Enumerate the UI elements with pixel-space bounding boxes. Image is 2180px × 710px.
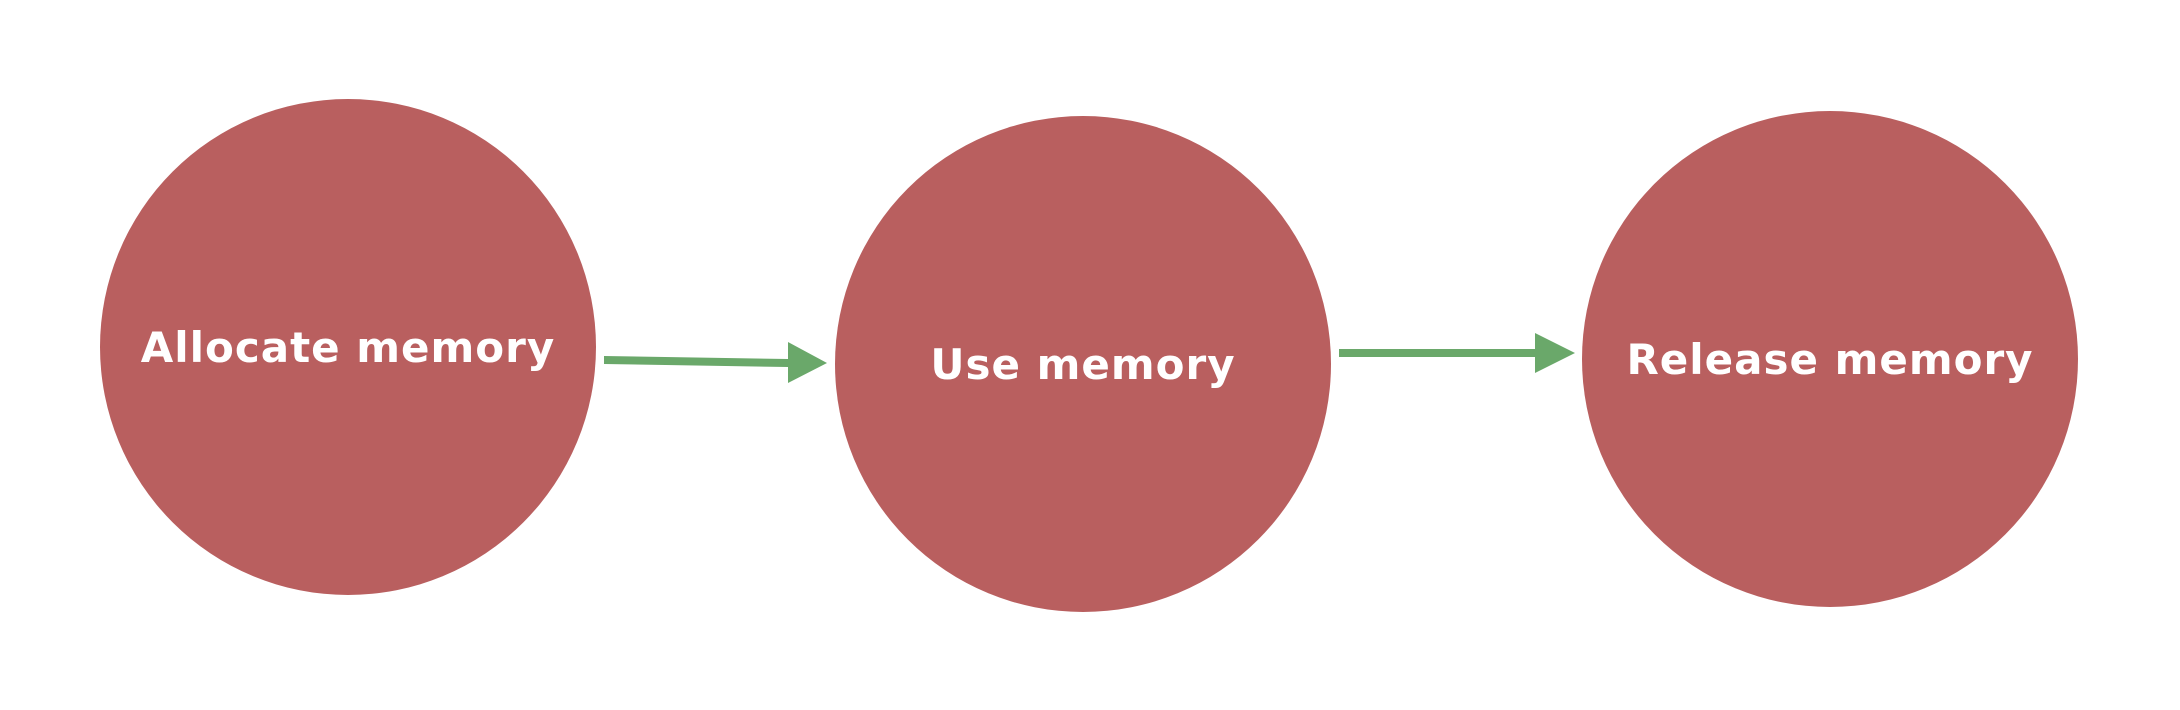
node-allocate-memory: Allocate memory [100, 99, 596, 595]
node-circle-allocate [100, 99, 596, 595]
arrow-allocate-to-use [604, 342, 827, 383]
node-label-use: Use memory [930, 340, 1235, 389]
node-label-allocate: Allocate memory [141, 323, 556, 372]
node-circle-use [835, 116, 1331, 612]
node-circle-release [1582, 111, 2078, 607]
node-use-memory: Use memory [835, 116, 1331, 612]
edge-allocate-to-use [604, 342, 827, 383]
node-label-release: Release memory [1626, 335, 2033, 384]
edge-use-to-release [1339, 333, 1575, 373]
node-release-memory: Release memory [1582, 111, 2078, 607]
arrow-use-to-release [1339, 333, 1575, 373]
